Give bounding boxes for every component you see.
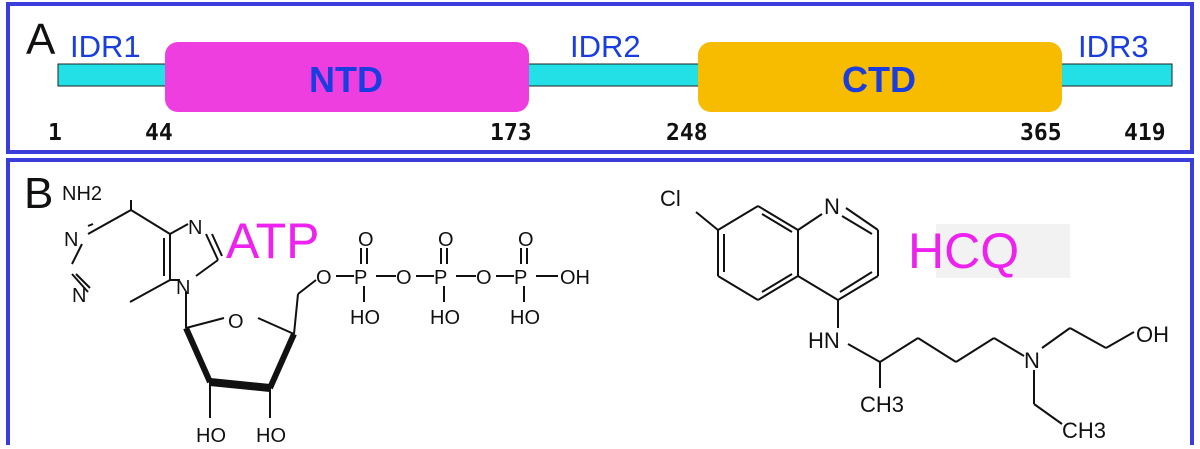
atp-oh-terminal: OH	[560, 267, 590, 289]
atp-oxo1: O	[358, 229, 374, 251]
hcq-ch3-a: CH3	[860, 392, 904, 417]
hcq-structure	[695, 205, 1135, 425]
panel-letter-b: B	[24, 169, 54, 218]
atp-p1: P	[354, 267, 367, 289]
panel-letter-a: A	[26, 15, 56, 64]
atp-oxo2: O	[438, 229, 454, 251]
hcq-cl: Cl	[660, 186, 681, 211]
domain-map-diagram: NTD CTD IDR1 IDR2 IDR3 1 44 173 248 365 …	[48, 29, 1173, 146]
atp-ring-o: O	[228, 311, 244, 333]
atp-name: ATP	[226, 213, 320, 269]
position-365: 365	[1020, 120, 1062, 146]
idr2-label: IDR2	[570, 29, 641, 64]
ctd-label: CTD	[842, 59, 916, 100]
position-419: 419	[1124, 120, 1166, 146]
atp-n3: N	[72, 285, 86, 307]
atp-bridge-o2: O	[476, 267, 492, 289]
panel-a-domain-map: A NTD CTD IDR1 IDR2 IDR3 1 44 173 248 36…	[6, 2, 1194, 154]
atp-ho-c3: HO	[196, 425, 226, 447]
atp-ho-p1: HO	[350, 307, 380, 329]
atp-oxo3: O	[518, 229, 534, 251]
atp-structure	[71, 200, 558, 418]
ctd-domain-box	[698, 42, 1062, 112]
position-1: 1	[48, 120, 62, 146]
atp-ho-p2: HO	[430, 307, 460, 329]
atp-p3: P	[514, 267, 527, 289]
idr3-label: IDR3	[1078, 29, 1149, 64]
chemical-structures: NH2 N N N N O O P O P O P O O O HO HO HO…	[62, 183, 1169, 447]
hcq-oh: OH	[1136, 322, 1169, 347]
hcq-name: HCQ	[908, 223, 1019, 279]
hcq-label-background	[936, 224, 1070, 278]
hcq-ch3-b: CH3	[1062, 418, 1106, 443]
panel-b-structures: B	[6, 158, 1194, 447]
atp-ho-c2: HO	[256, 425, 286, 447]
ntd-domain-box	[165, 42, 529, 112]
atp-ester-o: O	[316, 267, 332, 289]
position-248: 248	[666, 120, 708, 146]
hcq-amine-n: N	[1024, 348, 1040, 373]
hcq-nh: HN	[808, 328, 840, 353]
hcq-ring-n: N	[824, 194, 840, 219]
atp-n7: N	[188, 217, 202, 239]
idr1-label: IDR1	[70, 29, 141, 64]
atp-n9: N	[176, 277, 190, 299]
atp-n1: N	[64, 229, 78, 251]
position-44: 44	[145, 120, 173, 146]
atp-nh2: NH2	[62, 183, 102, 205]
atp-p2: P	[434, 267, 447, 289]
atp-ho-p3: HO	[510, 307, 540, 329]
atp-bridge-o1: O	[396, 267, 412, 289]
ntd-label: NTD	[309, 59, 383, 100]
position-173: 173	[490, 120, 532, 146]
